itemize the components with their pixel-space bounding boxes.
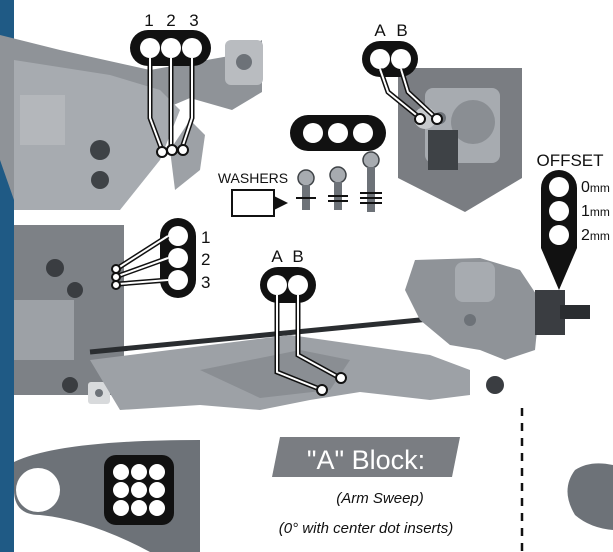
side-label-1: 1 [201,228,210,247]
ball-studs [296,151,382,212]
washer-pointer [274,196,288,210]
washer-pill [290,115,386,151]
arm-hole-selector: A B [260,247,347,396]
washers-callout: WASHERS [218,170,288,217]
offset-option-2: 2mm [581,227,610,244]
knuckle-label-a: A [374,21,386,40]
knuckle-badge [398,68,522,212]
block-line-1: (Arm Sweep) [336,490,424,507]
offset-option-0: 0mm [581,179,610,196]
driveshaft [89,315,441,355]
block-title-badge [272,437,460,477]
block-line-2: (0° with center dot inserts) [279,520,453,537]
knuckle-label-b: B [396,21,407,40]
side-hole-selector: 1 2 3 [111,218,210,298]
knuckle-hole-selector: A B [362,21,443,125]
offset-option-1: 1mm [581,203,610,220]
top-label-3: 3 [189,11,198,30]
side-label-2: 2 [201,250,210,269]
washer-box [231,189,275,217]
block-caption: "A" Block: (Arm Sweep) (0° with center d… [272,437,460,537]
top-hole-selector: 1 2 3 [130,11,211,158]
offset-title: OFFSET [536,151,603,170]
top-label-2: 2 [166,11,175,30]
nine-hole-insert [104,455,174,525]
hub-carrier [405,258,590,360]
arm-label-a: A [271,247,283,266]
upper-chassis [0,35,263,210]
washers-label: WASHERS [218,170,288,186]
arm-detail-right [567,463,613,530]
block-title: "A" Block: [307,445,425,475]
side-label-3: 3 [201,273,210,292]
arm-label-b: B [292,247,303,266]
offset-indicator: OFFSET 0mm 1mm 2mm [536,151,610,290]
top-label-1: 1 [144,11,153,30]
